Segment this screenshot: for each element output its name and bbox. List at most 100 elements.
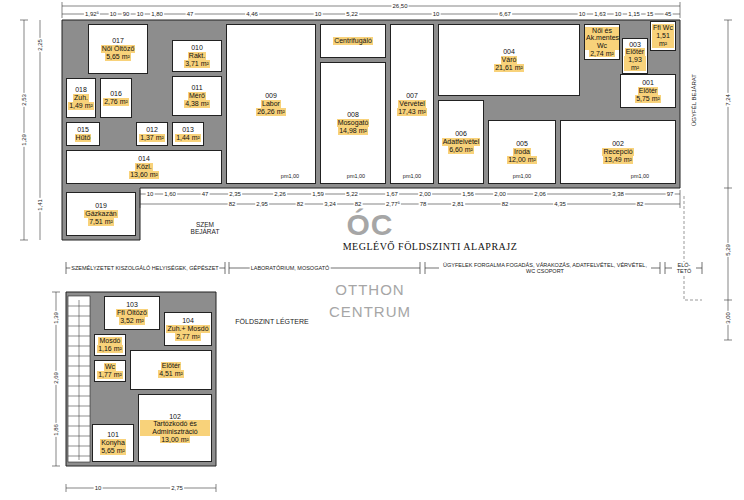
room-label: 7,51 m² (88, 218, 114, 226)
dimension-label: 82 (228, 201, 237, 208)
room-label: 1,37 m² (139, 134, 165, 142)
dimension-label: 47 (201, 191, 210, 198)
dimension-label: 6,67 (498, 11, 512, 18)
dimension-label: 1,59 (311, 191, 325, 198)
room-label: 1,49 m² (68, 102, 94, 110)
dimension-label: 78 (419, 201, 428, 208)
entrance-label: ÜGYFÉL BEJÁRAT (691, 74, 698, 126)
room-box: Wc1,77 m² (94, 360, 126, 382)
room-box: 101Konyha5,65 m² (92, 424, 134, 462)
dimension-label: 10 (146, 191, 155, 198)
room-label: 1,44 m² (175, 134, 201, 142)
room-label: 1,77 m² (97, 371, 123, 379)
dimension-label: 2,53 (21, 93, 28, 107)
dimension-label: 10 (136, 11, 145, 18)
dimension-label: 97 (666, 191, 675, 198)
room-label: 13,49 m² (603, 156, 633, 164)
room-box: Mosdó1,16 m² (94, 334, 126, 356)
room-label: 2,76 m² (103, 98, 129, 106)
dimension-label: 2,06 (533, 191, 547, 198)
room-label: 5,65 m² (100, 447, 126, 455)
room-box: Ffi Wc1,51 m² (650, 21, 676, 50)
room-label: 5,75 m² (635, 95, 661, 103)
dimension-label: 82 (636, 201, 645, 208)
room-label: 1,93 m² (624, 56, 646, 71)
room-label: 17,43 m² (397, 108, 427, 116)
room-number: 101 (107, 431, 119, 439)
room-number: 003 (629, 41, 641, 49)
room-number: 016 (110, 90, 122, 98)
room-number: 017 (112, 37, 124, 45)
dimension-label: 7,24 (725, 93, 732, 107)
dimension-label: 82 (296, 201, 305, 208)
dimension-label: 15 (646, 11, 655, 18)
dimension-label: LABORATÓRIUM, MOSOGATÓ (250, 265, 331, 271)
dimension-label: 1,15 (627, 11, 641, 18)
room-number: 018 (75, 86, 87, 94)
room-label: Labor (261, 100, 281, 108)
room-label: 5,65 m² (105, 53, 131, 61)
room-label: 26,26 m² (256, 108, 286, 116)
room-label: 6,60 m² (448, 146, 474, 154)
dimension-label: 10 (578, 11, 587, 18)
room-label: Előtér (638, 87, 658, 95)
watermark: OTTHON (335, 282, 404, 299)
dimension-lines (20, 2, 732, 492)
room-number: 015 (77, 126, 89, 134)
room-label: Zuh.+ Mosdó (166, 325, 209, 333)
dimension-label: 82 (501, 201, 510, 208)
dimension-label: SZEMÉLYZETET KISZOLGÁLÓ HELYISÉGEK, GÉPÉ… (70, 265, 219, 271)
room-box: 011Mérő4,38 m² (172, 76, 222, 116)
room-label: Gázkazán (84, 210, 118, 218)
room-label: Hűtő (75, 134, 92, 142)
room-box: 003Előtér1,93 m² (622, 38, 648, 75)
zone-label: SZEM BEJÁRAT (190, 221, 220, 235)
room-box: 0162,76 m² (100, 78, 132, 118)
room-label: Mérő (188, 92, 206, 100)
dimension-label: 10 (109, 11, 118, 18)
stair-steps (68, 300, 90, 460)
dimension-label: 82 (354, 201, 363, 208)
dimension-label: 5,29 (725, 243, 732, 257)
dimension-label: pm1,00 (631, 173, 649, 179)
zone-label: ELŐ-TETŐ (672, 262, 696, 274)
room-label: 3,52 m² (119, 317, 145, 325)
room-box: 018Zuh.1,49 m² (66, 78, 96, 118)
room-number: 104 (182, 317, 194, 325)
room-label: Mosdó (98, 337, 121, 345)
room-label: 13,60 m² (129, 171, 159, 179)
room-number: 012 (146, 126, 158, 134)
zone-brackets (66, 262, 702, 274)
room-box: Női és Ak.mentes Wc2,74 m² (584, 24, 620, 60)
dimension-label: pm1,00 (513, 173, 531, 179)
room-label: Ffi Wc (652, 24, 674, 32)
dimension-label: 4,35 (553, 201, 567, 208)
dimension-label: 10 (432, 11, 441, 18)
room-label: 2,77 m² (175, 333, 201, 341)
room-label: Iroda (513, 148, 531, 156)
dimension-label: 5,22 (345, 191, 359, 198)
dimension-label: 2,75 (170, 485, 184, 492)
watermark: CENTRUM (329, 304, 411, 321)
room-box: 002Recepció13,49 m² (560, 120, 676, 184)
room-label: Ffi Öltöző (116, 309, 148, 317)
room-number: 014 (138, 155, 150, 163)
dimension-label: 2,26 (273, 191, 287, 198)
dimension-label: 3,24 (323, 201, 337, 208)
room-number: 013 (182, 126, 194, 134)
room-label: Előtér (625, 48, 645, 56)
room-box: 0131,44 m² (172, 122, 204, 146)
room-box: Centrifugáló (320, 24, 386, 58)
room-label: Zuh. (73, 94, 89, 102)
room-box: 104Zuh.+ Mosdó2,77 m² (164, 312, 212, 346)
dimension-label: 2,77⁵ (385, 201, 401, 208)
room-number: 005 (516, 140, 528, 148)
room-box: Előtér4,51 m² (130, 350, 212, 390)
room-label: 1,51 m² (652, 32, 674, 47)
room-label: 21,61 m² (494, 64, 524, 72)
room-label: Centrifugáló (333, 37, 373, 45)
room-label: Recepció (602, 148, 633, 156)
room-box: 017Női Öltöző5,65 m² (88, 24, 148, 74)
room-box: 0121,37 m² (136, 122, 168, 146)
